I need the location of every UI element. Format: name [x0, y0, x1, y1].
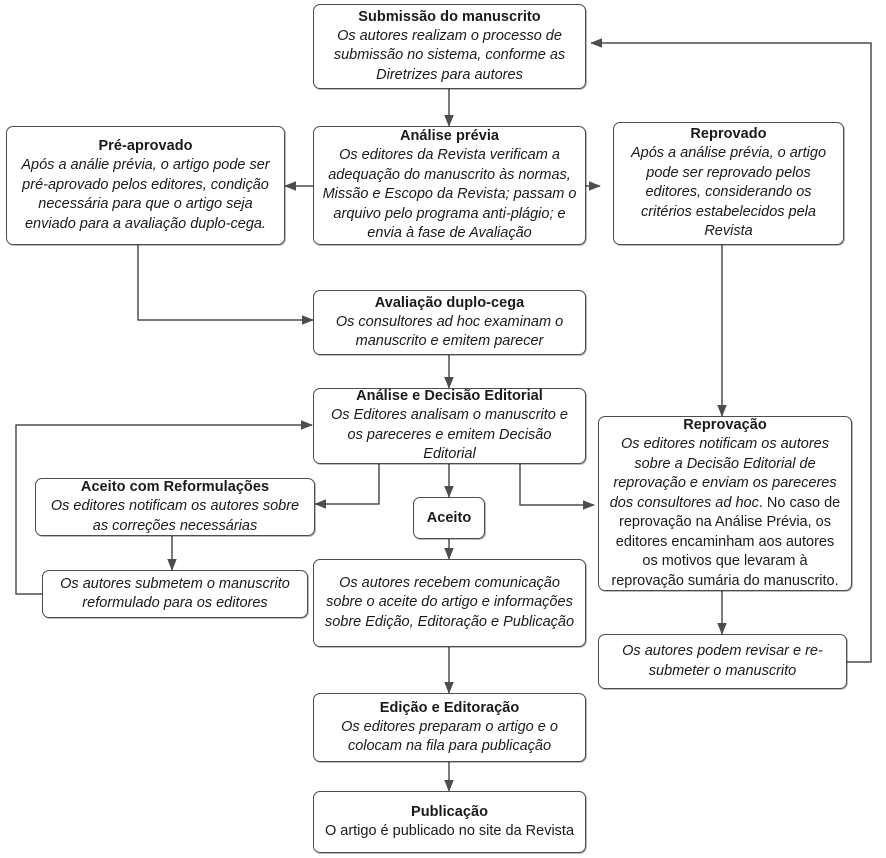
node-title: Análise e Decisão Editorial: [356, 388, 543, 405]
node-body: Os consultores ad hoc examinam o manuscr…: [335, 313, 564, 350]
node-title: Análise prévia: [399, 128, 500, 145]
node-body: Os autores submetem o manuscrito reformu…: [60, 575, 290, 612]
node-body: Os autores recebem comunicação sobre o a…: [324, 574, 575, 630]
node-title: Submissão do manuscrito: [358, 8, 541, 25]
node-title: Reprovação: [683, 417, 767, 433]
node-body: Após a análise prévia, o artigo pode ser…: [630, 145, 827, 240]
node-pre-aprovado[interactable]: Pré-aprovado Após a análie prévia, o art…: [6, 126, 285, 245]
node-analise-previa[interactable]: Análise prévia Os editores da Revista ve…: [313, 126, 586, 245]
node-autores-podem-revisar[interactable]: Os autores podem revisar e re-submeter o…: [598, 634, 847, 689]
node-comunicacao-aceite[interactable]: Os autores recebem comunicação sobre o a…: [313, 559, 586, 647]
edge-analise-decisao-aceito-reformulacoes: [314, 464, 380, 509]
node-autores-submetem-manuscrito[interactable]: Os autores submetem o manuscrito reformu…: [42, 570, 308, 618]
node-reprovado[interactable]: Reprovado Após a análise prévia, o artig…: [613, 122, 844, 245]
node-title: Edição e Editoração: [379, 699, 520, 716]
node-body: Os editores notificam os autores sobre a…: [607, 435, 843, 591]
node-body: Os editores notificam os autores sobre a…: [50, 498, 300, 534]
node-title: Pré-aprovado: [98, 138, 193, 154]
node-edicao-e-editoracao[interactable]: Edição e Editoração Os editores preparam…: [313, 693, 586, 762]
node-body: Os editores da Revista verificam a adequ…: [322, 147, 577, 242]
node-analise-e-decisao-editorial[interactable]: Análise e Decisão Editorial Os Editores …: [313, 388, 586, 464]
node-title: Publicação: [410, 803, 489, 820]
node-aceito[interactable]: Aceito: [413, 497, 485, 539]
node-body: Os autores realizam o processo de submis…: [333, 27, 566, 83]
edge-analise-decisao-reprovacao: [519, 464, 595, 510]
node-aceito-com-reformulacoes[interactable]: Aceito com Reformulações Os editores not…: [35, 478, 315, 536]
node-publicacao[interactable]: Publicação O artigo é publicado no site …: [313, 791, 586, 853]
node-avaliacao-duplo-cega[interactable]: Avaliação duplo-cega Os consultores ad h…: [313, 290, 586, 355]
node-body-upright-part: . No caso de reprovação na Análise Prévi…: [611, 494, 841, 589]
node-submissao-do-manuscrito[interactable]: Submissão do manuscrito Os autores reali…: [313, 4, 586, 89]
node-title: Reprovado: [690, 126, 767, 143]
node-body: Os Editores analisam o manuscrito e os p…: [331, 407, 568, 463]
node-body: O artigo é publicado no site da Revista: [324, 822, 575, 839]
node-body: Os autores podem revisar e re-submeter o…: [622, 643, 823, 679]
node-body: Após a análie prévia, o artigo pode ser …: [21, 157, 270, 232]
node-body: Os editores preparam o artigo e o coloca…: [341, 718, 558, 755]
node-title: Aceito com Reformulações: [80, 479, 270, 495]
edge-pre-aprovado-avaliacao: [137, 245, 314, 325]
node-body-italic-part: Os editores notificam os autores sobre a…: [609, 436, 837, 511]
node-title: Aceito: [426, 509, 472, 526]
node-title: Avaliação duplo-cega: [374, 294, 525, 311]
node-reprovacao[interactable]: Reprovação Os editores notificam os auto…: [598, 416, 852, 591]
